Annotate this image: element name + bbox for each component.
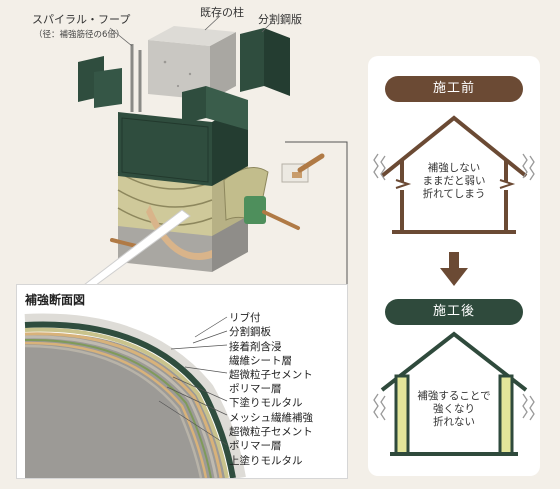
- cross-section-panel: 補強断面図 リブ付 分割鋼板 接着剤含浸 繊維シート層 超微粒子セメント ポリマ…: [16, 284, 348, 479]
- label-existing-column: 既存の柱: [200, 6, 244, 19]
- layer-label-7: 下塗りモルタル: [229, 397, 303, 409]
- before-after-panel: 施工前 補強しない ままだと弱い 折れてしまう 施工後: [368, 56, 540, 476]
- roller-tool: [244, 196, 300, 230]
- label-spiral-hoop-note: （径：補強筋径の6倍）: [34, 30, 125, 40]
- after-line-1: 補強することで: [417, 390, 491, 402]
- after-line-3: 折れない: [433, 416, 475, 428]
- layer-label-11: 上塗りモルタル: [229, 455, 303, 467]
- split-steel-plates: [78, 28, 290, 130]
- label-spiral-hoop: スパイラル・フープ: [32, 13, 131, 26]
- leader-column: [204, 15, 221, 31]
- layer-label-2: 分割鋼板: [229, 326, 271, 338]
- section-layers-drawing: [24, 313, 246, 478]
- layer-label-8: メッシュ繊維補強: [229, 412, 313, 424]
- brush-tool: [281, 153, 325, 183]
- after-line-2: 強くなり: [433, 403, 475, 415]
- before-house-diagram: [373, 115, 535, 234]
- leader-plate: [261, 21, 273, 33]
- leader-spiral: [109, 27, 133, 47]
- layer-label-5: 超微粒子セメント: [229, 369, 313, 381]
- down-arrow-icon: [440, 252, 468, 286]
- layer-label-4: 繊維シート層: [229, 355, 292, 367]
- reinforced-column-illustration: [78, 15, 348, 290]
- before-line-1: 補強しない: [427, 162, 481, 174]
- layer-label-10: ポリマー層: [229, 440, 282, 452]
- trowel-handle: [110, 238, 138, 248]
- after-house-diagram: [373, 331, 535, 456]
- before-badge: 施工前: [385, 76, 523, 102]
- layer-label-9: 超微粒子セメント: [229, 426, 313, 438]
- section-title: 補強断面図: [25, 293, 86, 307]
- before-line-2: ままだと弱い: [422, 175, 486, 187]
- after-caption: 補強することで 強くなり 折れない: [408, 390, 500, 429]
- existing-column-core: [148, 26, 236, 100]
- after-badge: 施工後: [385, 299, 523, 325]
- before-caption: 補強しない ままだと弱い 折れてしまう: [414, 162, 494, 201]
- before-line-3: 折れてしまう: [422, 188, 486, 200]
- spiral-hoop-rebar: [130, 44, 142, 112]
- layer-label-6: ポリマー層: [229, 383, 282, 395]
- label-split-steel-plate: 分割鋼版: [258, 13, 302, 26]
- connector-line: [285, 141, 348, 290]
- layer-label-3: 接着剤含浸: [229, 341, 282, 353]
- layer-label-1: リブ付: [229, 312, 261, 324]
